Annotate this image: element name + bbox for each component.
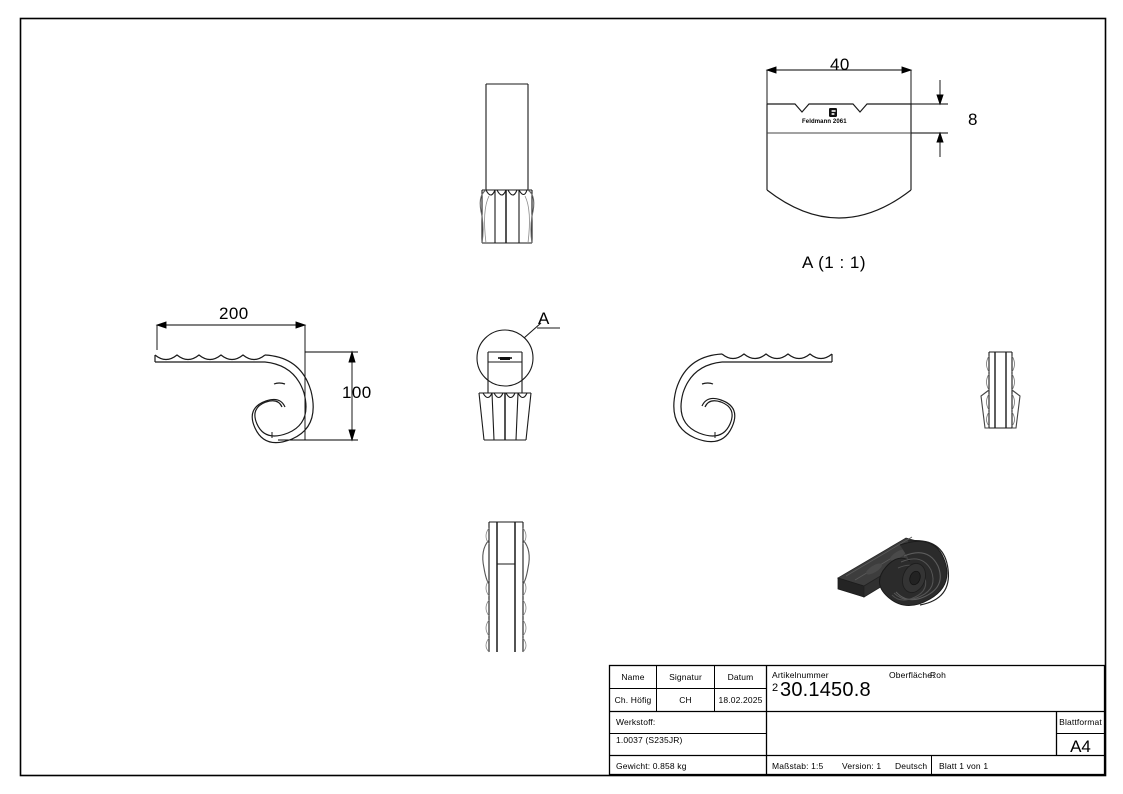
titleblock-value-signature: CH <box>679 695 692 705</box>
titleblock-article-number: 30.1450.8 <box>780 679 871 701</box>
view-middle-detail <box>476 322 560 441</box>
view-bottom-long <box>482 521 530 653</box>
titleblock-header-name: Name <box>621 672 645 682</box>
dimension-200-label: 200 <box>219 304 249 323</box>
titleblock-article-prefix: 2 <box>772 682 779 694</box>
detail-view-a-label: A (1 : 1) <box>802 253 867 272</box>
titleblock-language: Deutsch <box>895 761 928 771</box>
title-block-frame <box>608 664 1106 776</box>
titleblock-header-signature: Signatur <box>669 672 702 682</box>
titleblock-sheetformat-label: Blattformat <box>1059 717 1102 727</box>
titleblock-material-label: Werkstoff: <box>616 717 656 727</box>
titleblock-surface-label: Oberfläche: <box>889 670 935 680</box>
titleblock-version: Version: 1 <box>842 761 882 771</box>
view-left-scroll <box>154 321 358 444</box>
titleblock-scale: Maßstab: 1:5 <box>772 761 824 771</box>
titleblock-surface-value: Roh <box>930 670 947 680</box>
dimension-100-label: 100 <box>342 383 372 402</box>
titleblock-material-value: 1.0037 (S235JR) <box>616 735 683 745</box>
view-center-scroll <box>673 353 833 443</box>
brand-logo-mark <box>829 108 837 117</box>
dimension-8-label: 8 <box>968 110 978 129</box>
titleblock-value-date: 18.02.2025 <box>718 695 763 705</box>
titleblock-sheetformat-value: A4 <box>1070 737 1091 756</box>
titleblock-article-label: Artikelnummer <box>772 670 829 680</box>
detail-callout-a-label: A <box>538 309 550 328</box>
titleblock-header-date: Datum <box>727 672 754 682</box>
view-right-side <box>980 351 1021 429</box>
view-detail-a <box>765 66 948 219</box>
titleblock-weight: Gewicht: 0.858 kg <box>616 761 687 771</box>
dimension-40-label: 40 <box>830 55 850 74</box>
brand-stamp-text: Feldmann 2061 <box>802 119 847 125</box>
view-top-front <box>479 83 535 244</box>
titleblock-value-name: Ch. Höfig <box>614 695 652 705</box>
view-isometric-3d <box>837 536 950 606</box>
sheet-border <box>19 17 1107 777</box>
titleblock-sheet-count: Blatt 1 von 1 <box>939 761 989 771</box>
